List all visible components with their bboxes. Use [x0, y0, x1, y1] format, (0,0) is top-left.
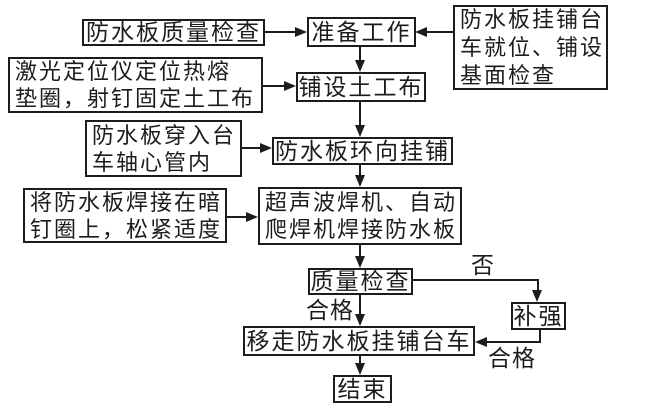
- label-qualified-bottom: 合格: [488, 346, 536, 371]
- node-lay-geotextile: 铺设土工布: [296, 72, 426, 102]
- arrow-right-icon: [246, 212, 258, 222]
- arrow-down-icon: [532, 290, 542, 302]
- arrow-right-icon: [284, 81, 296, 91]
- node-ultrasonic-auto-welder: 超声波焊机、自动 爬焊机焊接防水板: [258, 187, 462, 245]
- connector-reinforce-to-remove: [487, 341, 541, 343]
- connector-welder-to-inspection: [359, 245, 361, 257]
- node-line: 激光定位仪定位热熔: [15, 59, 232, 84]
- arrow-right-icon: [260, 143, 272, 153]
- arrow-down-icon: [355, 60, 365, 72]
- connector-nailring-to-welder: [227, 216, 247, 218]
- connector-laser-to-geotextile: [263, 85, 285, 87]
- node-line: 爬焊机焊接防水板: [265, 217, 458, 242]
- node-line: 基面检查: [460, 62, 557, 88]
- connector-no-branch-down: [537, 279, 539, 291]
- node-waterproof-board-quality-check: 防水板质量检查: [82, 19, 265, 46]
- node-laser-positioning-nail-fix: 激光定位仪定位热熔 垫圈，射钉固定土工布: [8, 57, 263, 113]
- node-line: 防水板挂铺台: [460, 6, 605, 32]
- connector-axle-to-circumferential: [242, 147, 261, 149]
- connector-trolley-to-preparation: [427, 31, 453, 33]
- node-weld-on-hidden-nail-ring: 将防水板焊接在暗 钉圈上，松紧适度: [23, 188, 227, 243]
- connector-preparation-to-geotextile: [359, 47, 361, 61]
- arrow-left-icon: [475, 337, 487, 347]
- connector-inspection-to-remove: [359, 295, 361, 315]
- node-circumferential-hanging: 防水板环向挂铺: [272, 137, 453, 165]
- arrow-down-icon: [355, 125, 365, 137]
- connector-inspection-no-branch: [413, 279, 539, 281]
- node-end: 结束: [333, 375, 392, 403]
- arrow-down-icon: [355, 175, 365, 187]
- label-no: 否: [471, 253, 495, 278]
- arrow-down-icon: [355, 256, 365, 268]
- connector-circumferential-to-welder: [359, 165, 361, 176]
- node-line: 车轴心管内: [92, 149, 213, 175]
- connector-remove-to-end: [359, 356, 361, 364]
- node-reinforce: 补强: [511, 302, 566, 330]
- arrow-down-icon: [355, 314, 365, 326]
- arrow-down-icon: [355, 363, 365, 375]
- node-preparation-work: 准备工作: [307, 17, 416, 47]
- node-line: 超声波焊机、自动: [265, 190, 458, 215]
- arrow-right-icon: [295, 27, 307, 37]
- node-line: 防水板穿入台: [92, 122, 237, 148]
- node-trolley-positioning-base-check: 防水板挂铺台 车就位、铺设 基面检查: [453, 5, 608, 90]
- node-remove-trolley: 移走防水板挂铺台车: [243, 326, 475, 356]
- node-line: 钉圈上，松紧适度: [30, 216, 223, 242]
- arrow-left-icon: [415, 27, 427, 37]
- node-line: 将防水板焊接在暗: [30, 189, 223, 215]
- node-line: 垫圈，射钉固定土工布: [15, 86, 256, 111]
- node-quality-inspection: 质量检查: [308, 268, 413, 295]
- connector-geotextile-to-circumferential: [359, 102, 361, 126]
- label-qualified-top: 合格: [306, 298, 354, 323]
- node-board-into-axle-tube: 防水板穿入台 车轴心管内: [85, 120, 242, 177]
- connector-reinforce-down: [539, 330, 541, 342]
- connector-qualitycheck-to-preparation: [265, 31, 296, 33]
- node-line: 车就位、铺设: [460, 34, 605, 60]
